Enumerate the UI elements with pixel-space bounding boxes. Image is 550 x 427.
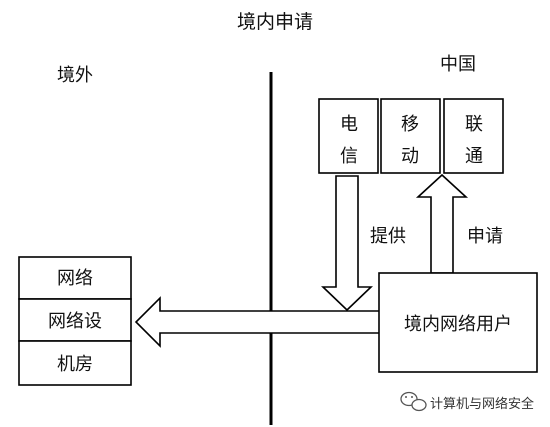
wechat-icon	[400, 391, 427, 412]
overseas-stack-item-equipment: 网络设	[48, 311, 102, 332]
access-arrow	[134, 296, 381, 348]
isp-box-unicom-char-1: 联	[465, 114, 483, 135]
region-label-china: 中国	[440, 54, 476, 75]
diagram-title: 境内申请	[237, 11, 313, 33]
isp-box-telecom-char-1: 电	[340, 114, 358, 135]
isp-box-mobile: 移 动	[380, 98, 441, 174]
watermark: 计算机与网络安全	[400, 391, 534, 412]
isp-box-mobile-char-1: 移	[401, 114, 419, 135]
overseas-stack-item-datacenter: 机房	[57, 354, 93, 375]
isp-box-mobile-char-2: 动	[401, 146, 419, 167]
domestic-user-box-label: 境内网络用户	[404, 314, 512, 335]
apply-arrow-label: 申请	[467, 226, 503, 247]
region-label-overseas: 境外	[57, 65, 93, 86]
provide-arrow-label: 提供	[370, 226, 406, 247]
overseas-stack-item-network: 网络	[57, 268, 93, 289]
isp-box-unicom: 联 通	[443, 98, 504, 174]
domestic-user-box: 境内网络用户	[378, 272, 538, 373]
provide-arrow	[321, 175, 373, 312]
overseas-stack: 网络 网络设 机房	[18, 256, 132, 386]
apply-arrow	[415, 173, 469, 274]
isp-box-telecom: 电 信	[318, 98, 379, 174]
isp-box-unicom-char-2: 通	[465, 146, 483, 167]
isp-box-telecom-char-2: 信	[340, 146, 358, 167]
watermark-text: 计算机与网络安全	[430, 396, 534, 412]
